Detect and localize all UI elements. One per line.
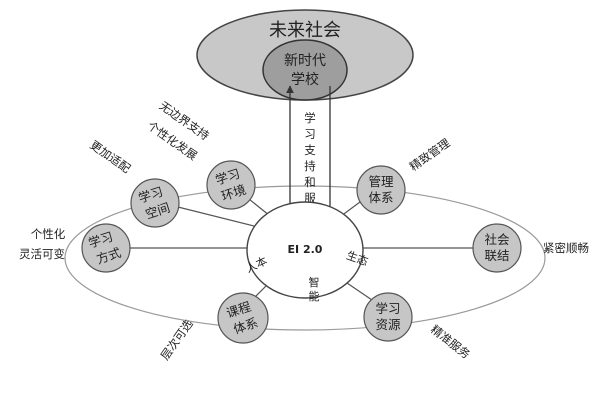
orbit-ellipse: [64, 185, 546, 331]
label-space: 更加适配: [87, 138, 133, 176]
svg-text:支: 支: [304, 143, 316, 157]
label-management: 精致管理: [407, 136, 453, 174]
svg-text:学习: 学习: [136, 184, 164, 206]
core-ellipse: [246, 201, 364, 299]
label-society: 紧密顺畅: [543, 241, 589, 255]
svg-text:管理: 管理: [368, 174, 394, 189]
svg-text:体系: 体系: [231, 315, 259, 337]
node-learning-mode: 学习 方式: [81, 223, 131, 273]
node-learning-resource: 学习 资源: [363, 292, 413, 342]
svg-text:体系: 体系: [368, 190, 393, 205]
svg-text:学习: 学习: [213, 166, 241, 188]
label-mode-1: 个性化: [31, 227, 66, 241]
svg-text:学: 学: [304, 111, 316, 125]
node-management-system: 管理 体系: [356, 165, 406, 215]
label-mode-2: 灵活可变: [19, 247, 65, 261]
node-learning-space: 学习 空间: [130, 178, 180, 228]
svg-text:学习: 学习: [86, 229, 114, 251]
svg-text:方式: 方式: [94, 245, 123, 267]
new-era-school-label-1: 新时代: [284, 53, 326, 69]
svg-text:资源: 资源: [375, 317, 401, 332]
core-bottom-label-2: 能: [309, 289, 320, 303]
node-learning-env: 学习 环境: [206, 160, 256, 210]
new-era-school-ellipse: [262, 39, 348, 101]
svg-text:学习: 学习: [375, 301, 400, 316]
future-society-label: 未来社会: [269, 20, 341, 41]
svg-text:空间: 空间: [143, 200, 171, 222]
new-era-school-label-2: 学校: [291, 71, 319, 88]
svg-text:课程: 课程: [224, 299, 253, 321]
svg-text:联结: 联结: [484, 248, 509, 263]
label-resource: 精准服务: [428, 322, 473, 362]
node-social-connection: 社会 联结: [472, 223, 522, 273]
core-bottom-label-1: 智: [309, 275, 320, 289]
svg-text:和: 和: [304, 175, 316, 189]
svg-text:环境: 环境: [219, 182, 247, 204]
core-label: EI 2.0: [288, 243, 323, 256]
svg-text:持: 持: [304, 159, 316, 173]
label-course: 层次可选: [158, 316, 196, 362]
svg-text:习: 习: [304, 127, 316, 141]
svg-text:社会: 社会: [484, 232, 510, 247]
node-course-system: 课程 体系: [217, 292, 269, 344]
